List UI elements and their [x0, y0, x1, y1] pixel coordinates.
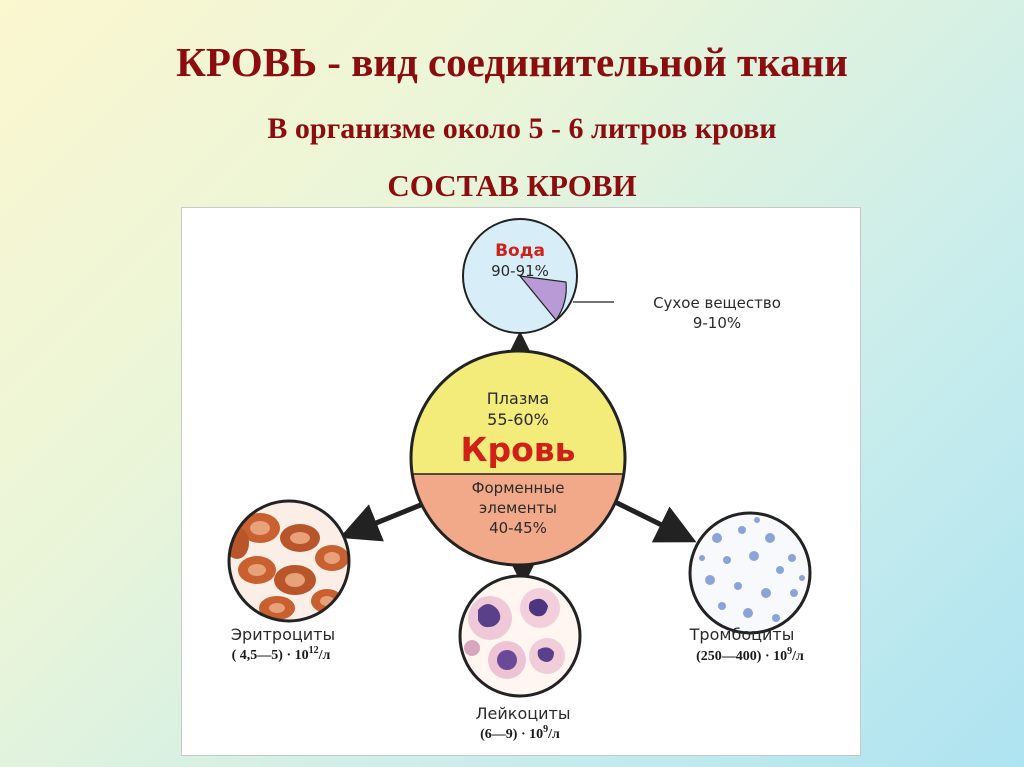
arrows [339, 331, 697, 587]
white-blood-cells [464, 588, 565, 679]
platelets-circle [688, 511, 812, 635]
formed-elements-line2: элементы [479, 499, 557, 517]
leukocytes-label: Лейкоциты [476, 704, 571, 723]
plasma-percent: 55-60% [487, 410, 549, 429]
leukocytes-circle [458, 574, 582, 698]
arrow-to-erythrocytes [339, 497, 434, 542]
water-percent: 90-91% [491, 262, 549, 280]
water-circle: Вода 90-91% [462, 218, 614, 334]
section-heading: СОСТАВ КРОВИ [387, 168, 637, 203]
blood-composition-diagram: Вода 90-91% Сухое вещество 9-10% Плазма … [181, 207, 861, 756]
blood-label: Кровь [460, 430, 575, 469]
formed-elements-line1: Форменные [472, 479, 565, 497]
slide-subtitle: В организме около 5 - 6 литров крови [267, 112, 777, 145]
slide-title: КРОВЬ - вид соединительной ткани [176, 39, 848, 85]
plasma-label: Плазма [487, 389, 549, 408]
dry-matter-wedge [518, 275, 567, 321]
leukocytes-count: (6—9) · 109/л [480, 724, 560, 742]
arrow-to-platelets [605, 495, 697, 543]
diagram-canvas: Вода 90-91% Сухое вещество 9-10% Плазма … [227, 218, 812, 742]
formed-elements-percent: 40-45% [489, 519, 547, 537]
dry-matter-label: Сухое вещество [653, 294, 781, 312]
platelet-cells [699, 517, 805, 622]
erythrocytes-circle [227, 499, 351, 623]
erythrocytes-count: ( 4,5—5) · 1012/л [232, 645, 331, 663]
platelets-label: Тромбоциты [689, 625, 795, 644]
blood-circle: Плазма 55-60% Кровь Форменные элементы 4… [409, 349, 627, 567]
water-label: Вода [495, 241, 545, 261]
dry-matter-percent: 9-10% [693, 314, 741, 332]
platelets-count: (250—400) · 109/л [696, 646, 804, 664]
erythrocytes-label: Эритроциты [231, 625, 335, 644]
